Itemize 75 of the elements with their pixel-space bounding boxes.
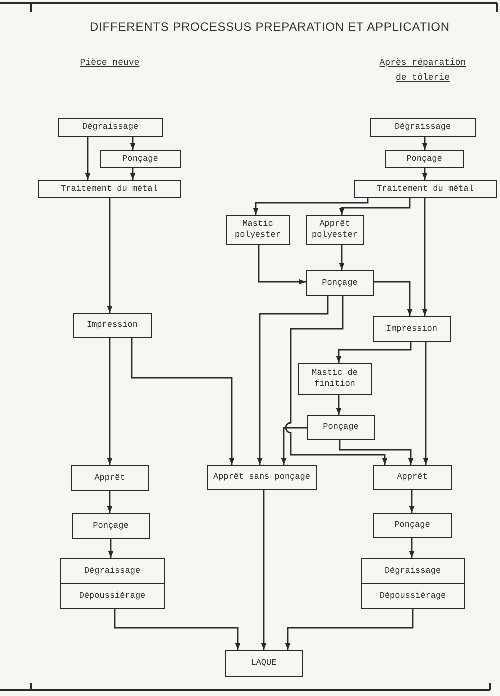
arrow: [339, 245, 345, 270]
arrow: [258, 245, 306, 285]
arrow: [114, 609, 241, 650]
arrow: [131, 338, 235, 465]
step-label: Ponçage: [406, 154, 442, 164]
step-label: Ponçage: [93, 520, 129, 532]
process-box: [385, 150, 464, 168]
step-label: Apprêt sans ponçage: [214, 472, 310, 483]
process-box: [207, 465, 317, 490]
arrow: [285, 609, 414, 650]
process-box: [225, 650, 303, 677]
arrow: [422, 137, 428, 150]
step-label: Dégraissage: [394, 122, 452, 133]
arrow: [285, 296, 388, 465]
process-box: [306, 215, 364, 245]
step-label: Ponçage: [322, 278, 358, 288]
arrow: [253, 198, 369, 215]
arrow: [261, 490, 267, 650]
arrow: [85, 137, 91, 180]
process-box: [298, 363, 372, 395]
arrow: [422, 198, 428, 316]
step-label: Ponçage: [394, 520, 430, 531]
arrow: [130, 168, 136, 180]
arrow: [281, 427, 307, 465]
process-box: [72, 513, 150, 539]
process-box: [58, 118, 163, 137]
step-label: Dégraissage: [384, 566, 442, 576]
process-box: [373, 316, 451, 342]
arrow: [107, 338, 113, 465]
diagram-title: DIFFERENTS PROCESSUS PREPARATION ET APPLICATION: [89, 20, 451, 34]
arrow: [374, 281, 413, 316]
step-label: Traitement du métal: [377, 184, 474, 194]
process-box: [354, 180, 497, 198]
arrow: [107, 198, 113, 313]
step-label: Apprêt: [94, 472, 126, 484]
column-heading: Après réparation de tôlerie: [378, 57, 468, 85]
arrow: [257, 296, 329, 465]
step-label: Mastic de finition: [311, 368, 359, 390]
process-box: [60, 558, 165, 609]
process-box: [370, 118, 476, 137]
arrow: [339, 198, 411, 215]
step-label: LAQUE: [251, 658, 277, 669]
step-label: Ponçage: [122, 154, 158, 164]
arrow: [130, 137, 136, 150]
step-label: Impression: [386, 324, 438, 334]
process-box: [226, 215, 290, 245]
process-box: [71, 465, 149, 491]
process-box: [100, 150, 181, 168]
step-label: Apprêt: [397, 472, 428, 483]
process-box: [306, 270, 374, 296]
step-label: Dépoussiérage: [79, 590, 146, 602]
arrow: [336, 395, 342, 415]
arrow: [108, 539, 114, 558]
process-box: [307, 415, 375, 440]
process-box: [38, 180, 181, 198]
step-label: Apprêt polyester: [311, 219, 359, 241]
arrow: [423, 342, 429, 465]
process-box: [373, 465, 452, 490]
process-box: [373, 513, 452, 538]
arrow: [422, 168, 428, 180]
step-label: Dégraissage: [84, 566, 141, 576]
arrow: [409, 490, 415, 513]
column-heading: Pièce neuve: [79, 57, 141, 70]
step-label: Mastic polyester: [234, 219, 282, 241]
arrow: [336, 342, 412, 363]
step-label: Traitement du métal: [61, 184, 158, 194]
arrow: [409, 538, 415, 558]
step-label: Dépoussiérage: [380, 590, 446, 602]
step-label: Ponçage: [323, 422, 359, 433]
step-label: Impression: [86, 320, 138, 331]
step-label: Dégraissage: [82, 122, 139, 133]
arrow: [339, 440, 414, 465]
arrow: [107, 491, 113, 513]
process-box: [361, 558, 465, 609]
process-box: [73, 313, 152, 338]
